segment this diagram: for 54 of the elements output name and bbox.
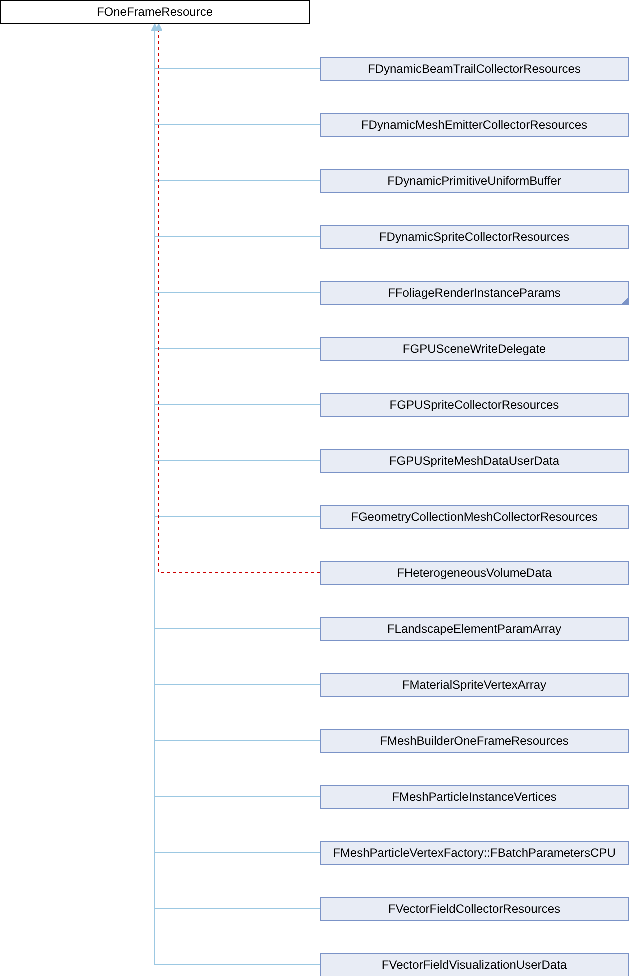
connector-line [154,964,320,966]
connector-line [154,740,320,742]
connector-line [154,236,320,238]
class-box [320,393,629,417]
class-box [320,281,629,305]
class-name: FDynamicPrimitiveUniformBuffer [388,174,562,188]
dashed-connector [155,24,320,574]
class-name: FVectorFieldCollectorResources [388,902,561,916]
connector-line [154,684,320,686]
class-box [320,449,629,473]
connector-line [154,292,320,294]
class-name: FOneFrameResource [96,5,214,19]
connector-line [154,628,320,630]
class-name: FMeshParticleInstanceVertices [392,790,557,804]
class-box [320,169,629,193]
connector-line [154,68,320,70]
class-box [320,841,629,865]
class-box [320,225,629,249]
connector-line [154,124,320,126]
class-box [320,505,629,529]
class-name: FDynamicSpriteCollectorResources [379,230,570,244]
class-name: FGPUSpriteMeshDataUserData [389,454,560,468]
class-box [320,953,629,976]
class-name: FDynamicMeshEmitterCollectorResources [361,118,588,132]
class-name: FGeometryCollectionMeshCollectorResources [351,510,598,524]
connector-line [154,404,320,406]
connector-line [154,852,320,854]
class-box [320,561,629,585]
class-box [320,673,629,697]
class-box [320,617,629,641]
class-box [320,785,629,809]
class-box [320,729,629,753]
class-name: FMeshBuilderOneFrameResources [380,734,569,748]
class-box [320,897,629,921]
class-box [320,57,629,81]
class-box [320,337,629,361]
class-name: FFoliageRenderInstanceParams [388,286,561,300]
connector-line [154,796,320,798]
connector-line [154,180,320,182]
class-box [320,113,629,137]
class-name: FGPUSceneWriteDelegate [402,342,546,356]
connector-line [154,516,320,518]
class-name: FVectorFieldVisualizationUserData [382,958,568,972]
class-name: FMaterialSpriteVertexArray [402,678,547,692]
connector-line [154,348,320,350]
connector-line [154,908,320,910]
class-name: FGPUSpriteCollectorResources [390,398,560,412]
class-name: FDynamicBeamTrailCollectorResources [368,62,581,76]
inheritance-arrow [151,24,159,966]
class-name: FLandscapeElementParamArray [387,622,562,636]
class-name: FMeshParticleVertexFactory::FBatchParametersCPU [333,846,616,860]
class-box [0,0,310,24]
connector-line [154,460,320,462]
class-name: FHeterogeneousVolumeData [397,566,552,580]
